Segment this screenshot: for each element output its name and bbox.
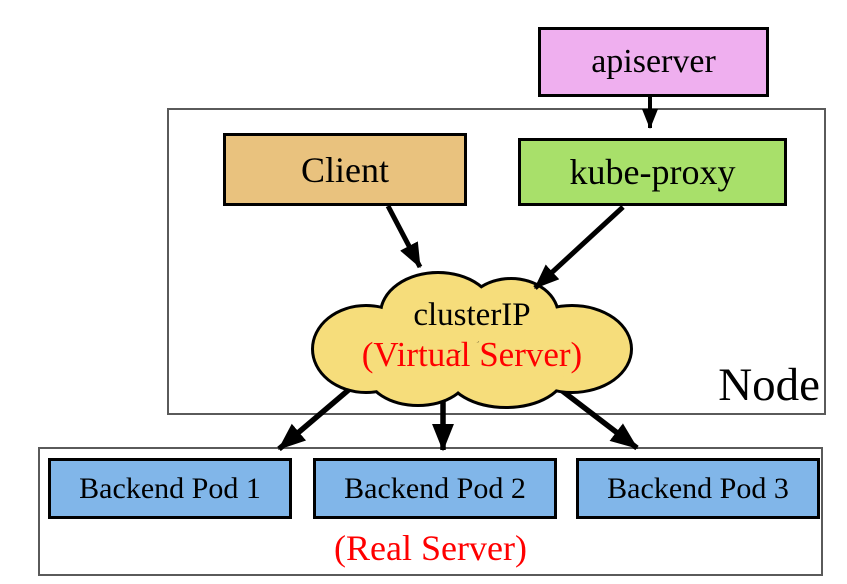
apiserver-box: apiserver <box>538 27 769 97</box>
apiserver-label: apiserver <box>591 43 716 80</box>
clusterip-label: clusterIP <box>413 297 531 333</box>
client-label: Client <box>301 149 389 190</box>
node-label: Node <box>718 359 820 411</box>
clusterip-cloud <box>311 271 633 409</box>
real-server-boundary-box <box>38 447 823 576</box>
kube-proxy-box: kube-proxy <box>518 138 787 206</box>
backend-pod-2-label: Backend Pod 2 <box>344 471 526 505</box>
clusterip-cloud-text: clusterIP (Virtual Server) <box>306 295 638 375</box>
kube-proxy-label: kube-proxy <box>569 152 736 192</box>
node-boundary-box <box>167 108 826 415</box>
client-box: Client <box>223 133 467 206</box>
real-server-label: (Real Server) <box>334 528 527 568</box>
backend-pod-1-box: Backend Pod 1 <box>48 458 292 519</box>
backend-pod-1-label: Backend Pod 1 <box>79 471 261 505</box>
backend-pod-3-label: Backend Pod 3 <box>607 471 789 505</box>
virtual-server-label: (Virtual Server) <box>361 335 583 374</box>
backend-pod-2-box: Backend Pod 2 <box>313 458 557 519</box>
backend-pod-3-box: Backend Pod 3 <box>576 458 820 519</box>
